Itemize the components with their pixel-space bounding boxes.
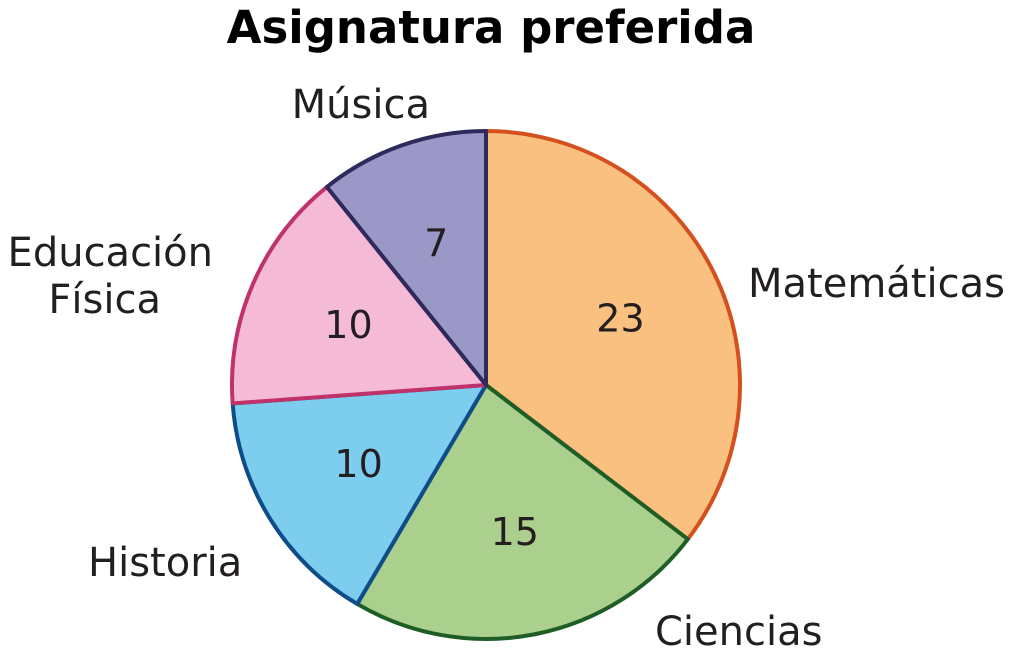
pie-slice-historia bbox=[230, 383, 488, 606]
pie-slice-matematicas bbox=[484, 129, 742, 542]
pie-slice-educacion-fisica bbox=[230, 184, 488, 406]
chart-title: Asignatura preferida bbox=[227, 1, 756, 54]
pie-slice-ciencias bbox=[355, 383, 690, 641]
slice-value-matematicas: 23 bbox=[596, 297, 644, 341]
slice-label-musica: Música bbox=[292, 82, 430, 128]
slice-label-historia: Historia bbox=[88, 540, 242, 586]
slice-value-labels: 23 15 10 10 7 bbox=[324, 222, 644, 555]
slice-value-educacion-fisica: 10 bbox=[324, 303, 372, 347]
slice-label-matematicas: Matemáticas bbox=[748, 261, 1005, 307]
slice-value-musica: 7 bbox=[424, 222, 448, 266]
pie-slices bbox=[230, 129, 742, 641]
pie-slice-musica bbox=[324, 129, 488, 387]
slice-label-ciencias: Ciencias bbox=[655, 609, 822, 655]
slice-value-historia: 10 bbox=[334, 442, 382, 486]
slice-value-ciencias: 15 bbox=[491, 510, 539, 554]
